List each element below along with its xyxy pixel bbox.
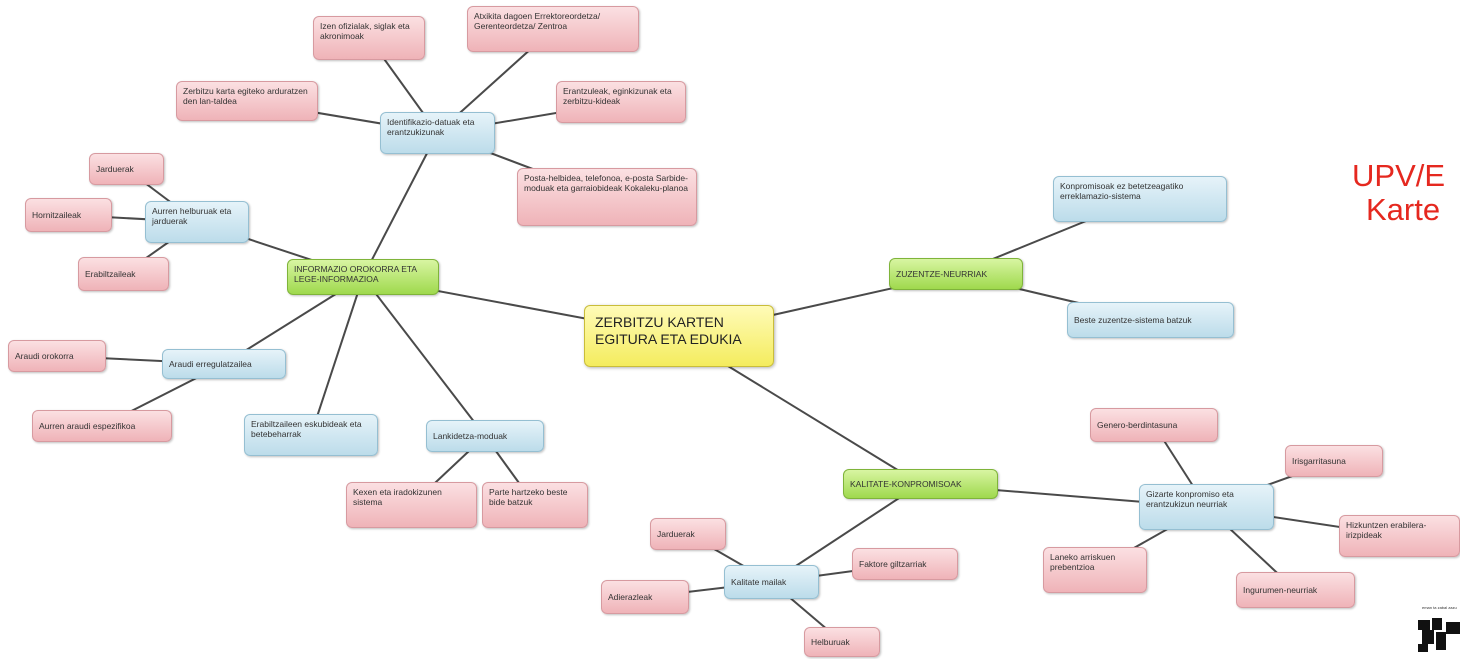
irisgarritasuna-node[interactable]: Irisgarritasuna (1285, 445, 1383, 477)
izen-ofizialak-node[interactable]: Izen ofizialak, siglak eta akronimoak (313, 16, 425, 60)
aurren-araudi-node[interactable]: Aurren araudi espezifikoa (32, 410, 172, 442)
araudi-orokorra-node[interactable]: Araudi orokorra (8, 340, 106, 372)
edge-info-orokorra-node-to-lankidetza-moduak-node (362, 276, 486, 437)
info-orokorra-node[interactable]: INFORMAZIO OROKORRA ETA LEGE-INFORMAZIOA (287, 259, 439, 295)
kalitate-konpromisoak-node[interactable]: KALITATE-KONPROMISOAK (843, 469, 998, 499)
zerbitzu-karta-taldea-node[interactable]: Zerbitzu karta egiteko arduratzen den la… (176, 81, 318, 121)
helburuak-node[interactable]: Helburuak (804, 627, 880, 657)
hizkuntzen-node[interactable]: Hizkuntzen erabilera-irizpideak (1339, 515, 1460, 557)
laneko-arriskuen-node[interactable]: Laneko arriskuen prebentzioa (1043, 547, 1147, 593)
adierazleak-node[interactable]: Adierazleak (601, 580, 689, 614)
erantzuleak-node[interactable]: Erantzuleak, eginkizunak eta zerbitzu-ki… (556, 81, 686, 123)
kexa-sistema-node[interactable]: Kexen eta iradokizunen sistema (346, 482, 477, 528)
ingurumen-neurriak-node[interactable]: Ingurumen-neurriak (1236, 572, 1355, 608)
konpromisoak-ez-node[interactable]: Konpromisoak ez betetzeagatiko erreklama… (1053, 176, 1227, 222)
atxikita-node[interactable]: Atxikita dagoen Errektoreordetza/ Gerent… (467, 6, 639, 52)
parte-hartzeko-node[interactable]: Parte hartzeko beste bide batzuk (482, 482, 588, 528)
aurren-helburuak-node[interactable]: Aurren helburuak eta jarduerak (145, 201, 249, 243)
posta-helbidea-node[interactable]: Posta-helbidea, telefonoa, e-posta Sarbi… (517, 168, 697, 226)
kalitate-mailak-node[interactable]: Kalitate mailak (724, 565, 819, 599)
jarduerak-bottom-node[interactable]: Jarduerak (650, 518, 726, 550)
erabiltzaileen-eskubideak-node[interactable]: Erabiltzaileen eskubideak eta betebeharr… (244, 414, 378, 456)
logo-motto: eman ta zabal zazu (1422, 605, 1457, 610)
genero-berdintasuna-node[interactable]: Genero-berdintasuna (1090, 408, 1218, 442)
zuzentze-neurriak-node[interactable]: ZUZENTZE-NEURRIAK (889, 258, 1023, 290)
side-title-line-1: UPV/E (1352, 158, 1446, 193)
university-logo-icon (1418, 618, 1460, 652)
center-node[interactable]: ZERBITZU KARTEN EGITURA ETA EDUKIA (584, 305, 774, 367)
jarduerak-top-node[interactable]: Jarduerak (89, 153, 164, 185)
beste-zuzentze-node[interactable]: Beste zuzentze-sistema batzuk (1067, 302, 1234, 338)
gizarte-konpromiso-node[interactable]: Gizarte konpromiso eta erantzukizun neur… (1139, 484, 1274, 530)
edge-info-orokorra-node-to-erabiltzaileen-eskubideak-node (310, 276, 364, 436)
hornitzaileak-node[interactable]: Hornitzaileak (25, 198, 112, 232)
side-title-line-2: Karte (1366, 192, 1441, 227)
erabiltzaileak-node[interactable]: Erabiltzaileak (78, 257, 169, 291)
lankidetza-moduak-node[interactable]: Lankidetza-moduak (426, 420, 544, 452)
edge-info-orokorra-node-to-identifikazio-datuak-node (362, 132, 439, 278)
araudi-erregulatzailea-node[interactable]: Araudi erregulatzailea (162, 349, 286, 379)
identifikazio-datuak-node[interactable]: Identifikazio-datuak eta erantzukizunak (380, 112, 495, 154)
faktore-giltzarriak-node[interactable]: Faktore giltzarriak (852, 548, 958, 580)
